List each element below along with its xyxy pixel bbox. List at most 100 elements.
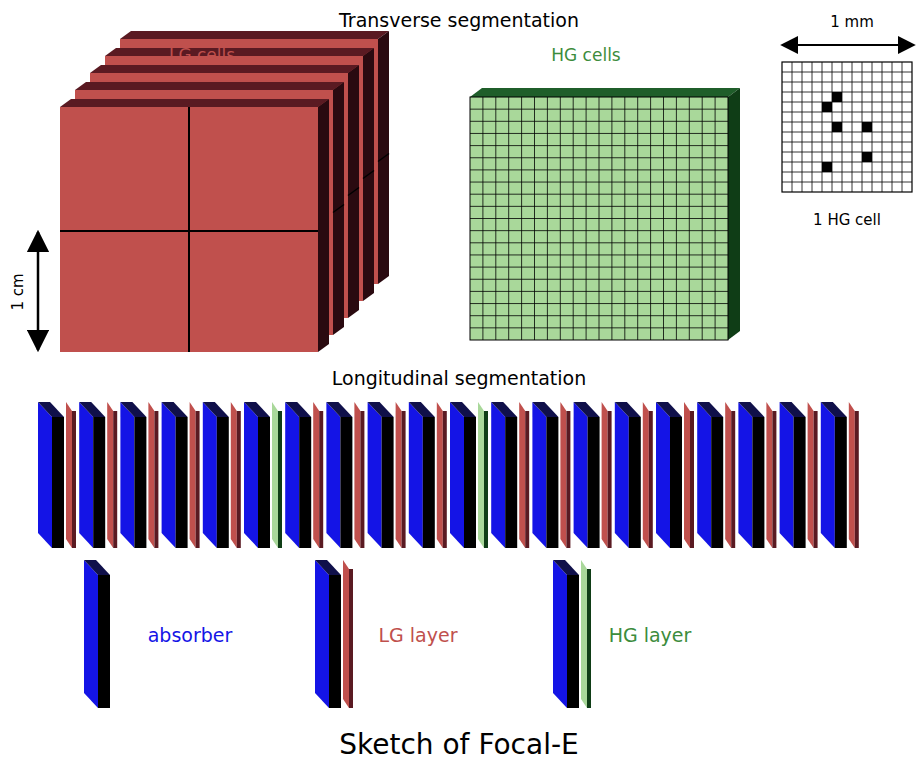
absorber-front (258, 417, 270, 548)
sensor-side (148, 402, 154, 548)
absorber-top (615, 402, 641, 417)
absorber-top (450, 402, 476, 417)
absorber-top (79, 402, 105, 417)
absorber-front (382, 417, 394, 548)
absorber-front (423, 417, 435, 548)
grid-line (832, 62, 833, 192)
sensor-front (484, 411, 488, 548)
absorber-front (93, 417, 105, 548)
layer-stack (38, 402, 859, 548)
pixel-hit (832, 92, 842, 102)
absorber-front (629, 417, 641, 548)
sensor-side (849, 402, 855, 548)
sensor-side (231, 402, 237, 548)
absorber-top (697, 402, 723, 417)
grid-line (782, 112, 912, 113)
slab-side (318, 99, 329, 352)
sensor-front (349, 569, 353, 708)
grid-line (782, 142, 912, 143)
slab-top (60, 99, 329, 107)
absorber-top (84, 560, 110, 575)
absorber-top (532, 402, 558, 417)
grid-line (782, 92, 912, 93)
slab-top (470, 88, 740, 97)
slab-face (470, 97, 728, 340)
absorber-front (752, 417, 764, 548)
grid-line (822, 62, 823, 192)
dimension-label: 1 cm (10, 273, 27, 310)
absorber-front (505, 417, 517, 548)
absorber-top (315, 560, 341, 575)
slab-side (363, 48, 374, 301)
sensor-front (649, 411, 653, 548)
absorber-front (329, 575, 341, 708)
absorber-side (326, 402, 340, 548)
absorber-top (285, 402, 311, 417)
grid-line (782, 122, 912, 123)
sensor-side (354, 402, 360, 548)
sensor-side (519, 402, 525, 548)
pixel-hit (822, 102, 832, 112)
lg-cells-block (60, 31, 389, 352)
sensor-front (154, 411, 158, 548)
sensor-front (319, 411, 323, 548)
cell-divider (60, 230, 318, 232)
grid-line (782, 102, 912, 103)
cell-label: 1 HG cell (813, 212, 881, 229)
absorber-top (120, 402, 146, 417)
absorber-front (176, 417, 188, 548)
absorber-side (450, 402, 464, 548)
absorber-side (84, 560, 98, 708)
cell-divider (188, 107, 190, 352)
absorber-front (52, 417, 64, 548)
absorber-side (615, 402, 629, 548)
absorber-side (491, 402, 505, 548)
absorber-front (711, 417, 723, 548)
sensor-side (107, 402, 113, 548)
absorber-side (38, 402, 52, 548)
absorber-top (326, 402, 352, 417)
absorber-top (821, 402, 847, 417)
absorber-front (217, 417, 229, 548)
grid-line (892, 62, 893, 192)
sensor-front (237, 411, 241, 548)
sensor-side (581, 560, 587, 708)
absorber-side (285, 402, 299, 548)
grid-line (872, 62, 873, 192)
grid-line (782, 72, 912, 73)
absorber-side (656, 402, 670, 548)
sensor-front (731, 411, 735, 548)
sensor-front (402, 411, 406, 548)
grid-line (782, 182, 912, 183)
sensor-side (725, 402, 731, 548)
absorber-front (98, 575, 110, 708)
sensor-side (313, 402, 319, 548)
hg-label: HG cells (551, 46, 620, 65)
grid-line (782, 82, 912, 83)
absorber-front (340, 417, 352, 548)
grid-line (782, 172, 912, 173)
grid-line (862, 62, 863, 192)
dimension-arrow (37, 232, 40, 350)
absorber-side (315, 560, 329, 708)
absorber-side (120, 402, 134, 548)
sensor-side (560, 402, 566, 548)
sensor-front (443, 411, 447, 548)
sensor-side (684, 402, 690, 548)
sensor-side (808, 402, 814, 548)
slab-face (60, 107, 318, 352)
absorber-front (588, 417, 600, 548)
slab-side (333, 82, 344, 335)
dimension-arrow (782, 44, 914, 46)
sensor-front (690, 411, 694, 548)
absorber-top (409, 402, 435, 417)
absorber-front (299, 417, 311, 548)
cell-outline (782, 62, 912, 192)
absorber-side (553, 560, 567, 708)
absorber-side (79, 402, 93, 548)
sensor-front (608, 411, 612, 548)
grid-line (882, 62, 883, 192)
hg-cell-grid (782, 62, 912, 192)
absorber-top (162, 402, 188, 417)
lg-label: LG cells (169, 46, 235, 65)
